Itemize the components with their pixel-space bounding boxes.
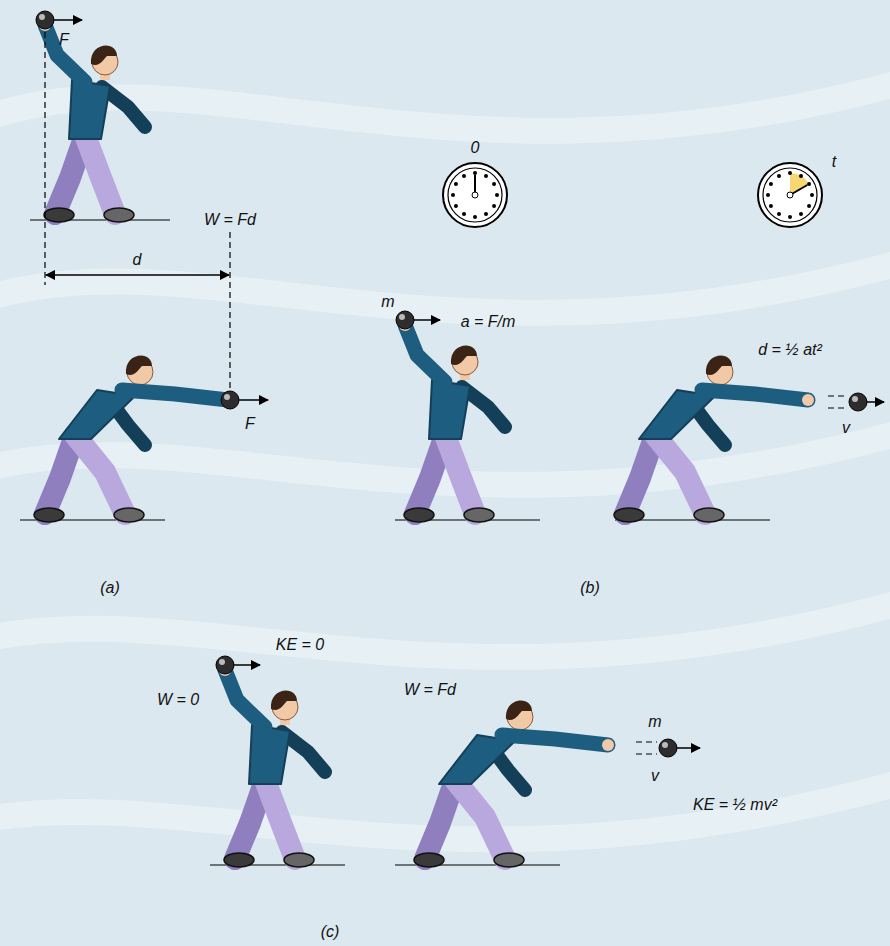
energy-equation: KE = ½ mv² xyxy=(693,797,777,813)
stopwatch xyxy=(758,163,822,227)
hand xyxy=(802,394,814,406)
hair xyxy=(271,691,297,711)
ball xyxy=(396,311,414,329)
background-wave xyxy=(0,600,890,657)
force-label: F xyxy=(245,416,255,432)
force-arrow xyxy=(867,401,884,403)
ball-highlight xyxy=(39,14,45,20)
stopwatch xyxy=(443,163,507,227)
limb xyxy=(45,25,85,82)
ball-highlight xyxy=(224,394,230,400)
hair xyxy=(451,346,477,366)
ball-highlight xyxy=(662,742,668,748)
time-label: 0 xyxy=(471,140,480,156)
hair xyxy=(506,701,532,721)
limb xyxy=(85,135,115,214)
work-equation: W = Fd xyxy=(404,682,456,698)
torso xyxy=(249,725,290,784)
thrower-figure xyxy=(614,356,814,522)
shoe xyxy=(114,508,144,522)
dimension-arrow xyxy=(46,274,229,276)
ball xyxy=(659,739,677,757)
thrower-figure xyxy=(34,356,234,522)
limb xyxy=(702,390,808,400)
shoe xyxy=(404,508,434,522)
limb xyxy=(502,735,608,745)
force-arrow xyxy=(677,747,700,749)
velocity-label: v xyxy=(651,768,659,784)
panel-label: (a) xyxy=(100,580,120,596)
ball-highlight xyxy=(852,396,858,402)
dimension-extension xyxy=(229,232,230,388)
hair xyxy=(706,356,732,376)
thrower-figure xyxy=(219,664,325,867)
force-arrow xyxy=(414,319,440,321)
torso xyxy=(429,380,470,439)
ball xyxy=(221,391,239,409)
limb xyxy=(405,325,445,382)
limb xyxy=(75,435,125,514)
work-equation: W = Fd xyxy=(204,212,256,228)
ball-highlight xyxy=(399,314,405,320)
shoe xyxy=(414,853,444,867)
motion-line xyxy=(828,395,848,396)
force-label: F xyxy=(59,32,69,48)
background-wave xyxy=(0,80,890,131)
dimension-extension xyxy=(44,32,45,285)
motion-line xyxy=(828,407,848,408)
motion-line xyxy=(636,741,657,742)
shoe xyxy=(104,208,134,222)
shoe xyxy=(34,508,64,522)
elapsed-wedge xyxy=(790,173,809,195)
limb xyxy=(265,780,295,859)
work-equation: W = 0 xyxy=(157,692,199,708)
thrower-figure xyxy=(39,19,145,222)
shoe xyxy=(464,508,494,522)
thrower-figure xyxy=(399,319,505,522)
limb xyxy=(655,435,705,514)
shoe xyxy=(284,853,314,867)
shoe xyxy=(44,208,74,222)
mass-label: m xyxy=(648,714,661,730)
distance-equation: d = ½ at² xyxy=(758,342,822,358)
panel-label: (b) xyxy=(580,580,600,596)
ball xyxy=(36,11,54,29)
shoe xyxy=(494,853,524,867)
hand xyxy=(602,739,614,751)
distance-label: d xyxy=(133,252,142,268)
motion-line xyxy=(636,753,657,754)
hair xyxy=(91,46,117,66)
ball-highlight xyxy=(219,659,225,665)
limb xyxy=(122,390,228,400)
energy-equation: KE = 0 xyxy=(276,637,324,653)
force-arrow xyxy=(239,399,268,401)
acceleration-equation: a = F/m xyxy=(461,314,516,330)
thrower-figure xyxy=(414,701,614,867)
limb xyxy=(455,780,505,859)
shoe xyxy=(694,508,724,522)
force-arrow xyxy=(54,19,82,21)
ball xyxy=(849,393,867,411)
torso xyxy=(69,80,110,139)
time-label: t xyxy=(832,154,836,170)
panel-label: (c) xyxy=(321,924,340,940)
velocity-label: v xyxy=(842,420,850,436)
shoe xyxy=(224,853,254,867)
force-arrow xyxy=(234,664,260,666)
limb xyxy=(225,670,265,727)
mass-label: m xyxy=(381,294,394,310)
shoe xyxy=(614,508,644,522)
ball xyxy=(216,656,234,674)
limb xyxy=(445,435,475,514)
hair xyxy=(126,356,152,376)
